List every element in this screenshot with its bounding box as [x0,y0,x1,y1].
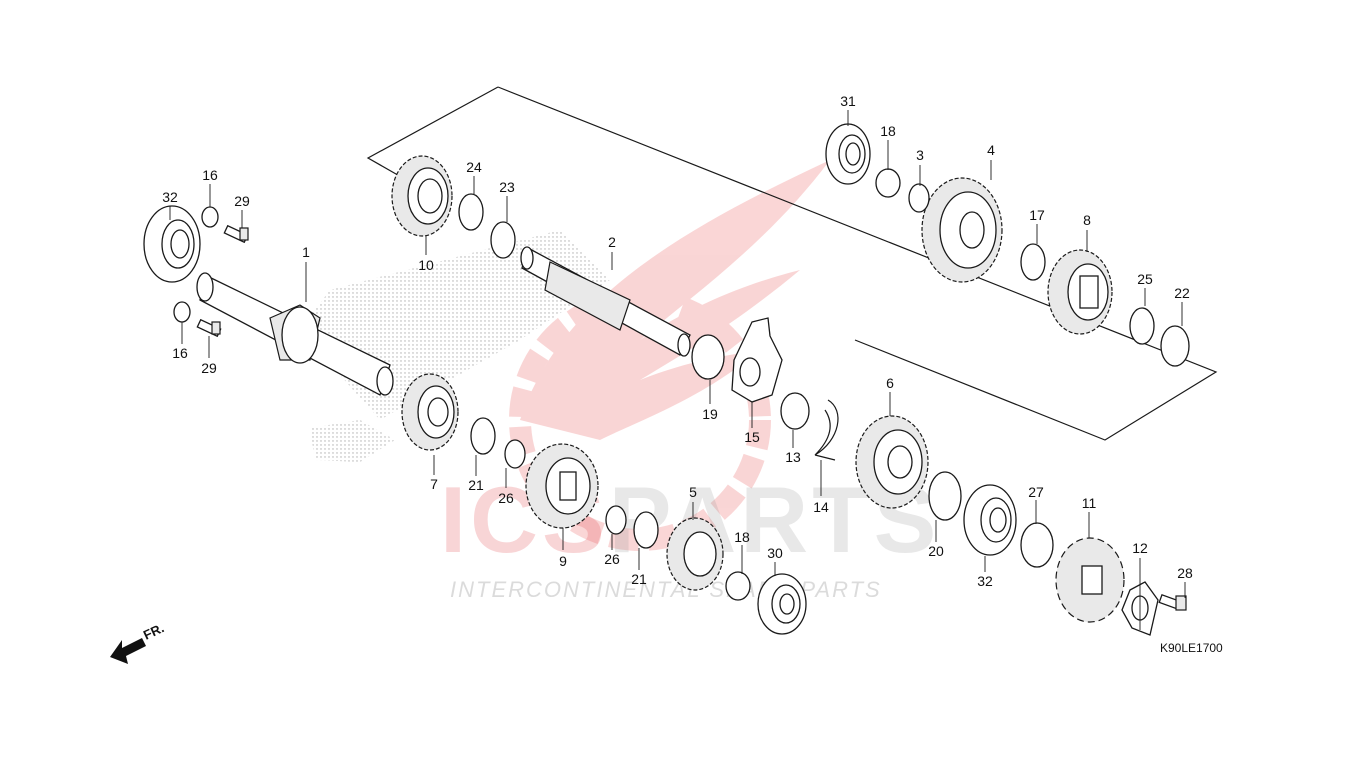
callout-16-top: 16 [202,167,218,183]
part-clip-14 [814,399,839,461]
part-circlip-26-bottom [605,505,627,535]
callout-18-top: 18 [880,123,896,139]
callout-numbers: 1 2 3 4 5 6 7 8 9 10 11 12 13 14 15 16 1… [162,93,1193,589]
callout-21-top: 21 [468,477,484,493]
part-bolt-29-bottom [196,318,222,338]
callout-32-right: 32 [977,573,993,589]
part-gear-5 [666,517,724,591]
callout-22: 22 [1174,285,1190,301]
part-bearing-32-right [963,484,1017,556]
part-washer-13 [780,392,810,430]
callout-15: 15 [744,429,760,445]
callout-28: 28 [1177,565,1193,581]
front-direction: FR. [110,620,166,664]
part-washer-23 [490,221,516,259]
front-arrow-icon [110,638,146,664]
callout-13: 13 [785,449,801,465]
front-label: FR. [141,620,166,642]
watermark-tagline: INTERCONTINENTAL SPARE PARTS [450,577,882,602]
part-oil-seal-27 [1020,522,1054,568]
part-bolt-28 [1158,593,1187,611]
callout-10: 10 [418,257,434,273]
part-gear-6 [855,415,929,509]
part-washer-16-bottom [173,301,191,323]
part-washer-22 [1160,325,1190,367]
callout-12: 12 [1132,540,1148,556]
part-circlip-26-top [504,439,526,469]
part-gear-9 [525,443,599,529]
part-circlip-24 [458,193,484,231]
part-bearing-32-left [143,205,201,283]
part-countershaft [520,246,691,357]
callout-18-bottom: 18 [734,529,750,545]
watermark: ICSPARTS INTERCONTINENTAL SPARE PARTS [440,160,936,602]
part-sprocket-11 [1055,537,1125,623]
part-washer-20 [928,471,962,521]
part-gear-10 [391,155,453,237]
callout-26-top: 26 [498,490,514,506]
callout-23: 23 [499,179,515,195]
callout-29-bottom: 29 [201,360,217,376]
leader-lines [169,110,1186,630]
part-washer-16-top [201,206,219,228]
part-washer-21-bottom [633,511,659,549]
callout-11: 11 [1082,495,1097,511]
part-washer-17 [1020,243,1046,281]
honda-wing-logo-watermark [509,160,830,551]
part-mainshaft [196,272,394,396]
callout-30: 30 [767,545,783,561]
callout-24: 24 [466,159,482,175]
part-bolt-29-top [223,224,249,244]
callout-17: 17 [1029,207,1045,223]
callout-8: 8 [1083,212,1091,228]
callout-4: 4 [987,142,995,158]
part-gear-8 [1047,249,1113,335]
callout-1: 1 [302,244,310,260]
callout-20: 20 [928,543,944,559]
callout-31: 31 [840,93,856,109]
part-bearing-30 [757,573,807,635]
group-outline [366,86,1218,441]
callout-2: 2 [608,234,616,250]
callout-25: 25 [1137,271,1153,287]
part-washer-19 [691,334,725,380]
callout-29-top: 29 [234,193,250,209]
callout-26-bottom: 26 [604,551,620,567]
part-washer-21-top [470,417,496,455]
part-gear-4 [921,177,1003,283]
part-washer-18-top [875,168,901,198]
callout-19: 19 [702,406,718,422]
part-gear-7 [401,373,459,451]
callout-16-bottom: 16 [172,345,188,361]
callout-9: 9 [559,553,567,569]
part-stopper-plate-15 [731,317,783,403]
part-washer-18-bottom [725,571,751,601]
part-bushing-3 [908,183,930,213]
part-washers [173,168,1190,601]
diagram-code: K90LE1700 [1160,641,1223,655]
callout-7: 7 [430,476,438,492]
callout-6: 6 [886,375,894,391]
callout-3: 3 [916,147,924,163]
part-bearing-31 [825,123,871,185]
callout-32-left: 32 [162,189,178,205]
callout-21-bottom: 21 [631,571,647,587]
callout-27: 27 [1028,484,1044,500]
part-circlip-25 [1129,307,1155,345]
callout-5: 5 [689,484,697,500]
callout-14: 14 [813,499,829,515]
